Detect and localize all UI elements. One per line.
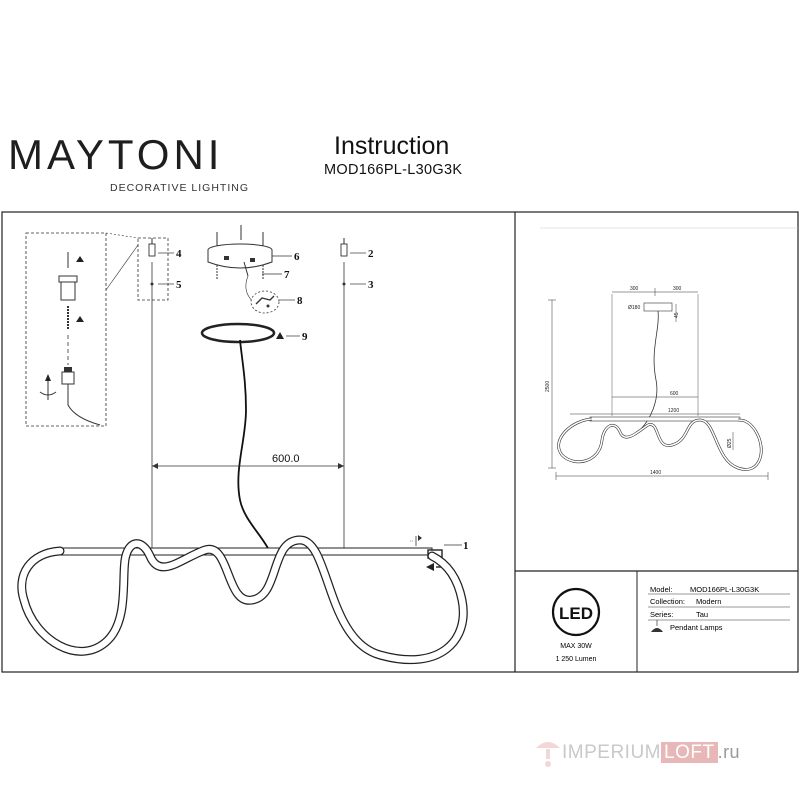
dimension-600 xyxy=(152,463,344,469)
label-collection: Collection: xyxy=(650,597,685,606)
model-heading: MOD166PL-L30G3K xyxy=(324,162,463,178)
svg-text:LED: LED xyxy=(559,604,593,623)
dimension-drawing xyxy=(540,227,798,480)
callout-leaders xyxy=(158,252,462,546)
dimension-label: 600.0 xyxy=(272,453,300,465)
callout-4: 4 xyxy=(176,248,182,260)
dim-300-left: 300 xyxy=(630,286,639,292)
dim-total-width: 1400 xyxy=(650,470,661,476)
callout-2: 2 xyxy=(368,248,374,260)
brand-logo: MAYTONI xyxy=(8,131,224,178)
watermark-logo-icon xyxy=(536,742,560,767)
label-model: Model: xyxy=(650,585,673,594)
dim-300-right: 300 xyxy=(673,286,682,292)
dim-canopy-height: 45 xyxy=(674,312,680,318)
max-power: MAX 30W xyxy=(560,643,592,650)
arrow-up-icon xyxy=(276,332,284,339)
cable-fixing-right xyxy=(340,238,348,286)
dim-total-height: 2500 xyxy=(545,381,551,392)
callout-9: 9 xyxy=(302,331,308,343)
brand-tagline: DECORATIVE LIGHTING xyxy=(110,182,249,194)
arrow-up-icon xyxy=(76,316,84,322)
led-tube xyxy=(17,535,468,665)
dim-loop-height: Ø25 xyxy=(727,438,733,448)
canopy xyxy=(207,225,280,314)
cable-fixing-left xyxy=(148,238,156,286)
power-cord xyxy=(237,339,271,553)
value-category: Pendant Lamps xyxy=(670,623,723,632)
value-model: MOD166PL-L30G3K xyxy=(690,585,759,594)
watermark-part2: LOFT xyxy=(661,742,718,763)
small-screw-icon xyxy=(410,535,422,546)
page-title: Instruction xyxy=(334,132,450,160)
lumen-value: 1 250 Lumen xyxy=(556,656,597,663)
outer-frame xyxy=(1,211,799,673)
watermark-part3: .ru xyxy=(717,742,741,762)
pendant-lamp-icon xyxy=(651,620,663,632)
callout-3: 3 xyxy=(368,279,374,291)
dim-bar-width: 1200 xyxy=(668,408,679,414)
info-table-lines xyxy=(648,593,790,621)
dim-mid-width: 600 xyxy=(670,391,679,397)
callout-5: 5 xyxy=(176,279,182,291)
callout-8: 8 xyxy=(297,295,303,307)
dim-canopy-diameter: Ø180 xyxy=(628,305,640,311)
label-series: Series: xyxy=(650,610,673,619)
callout-6: 6 xyxy=(294,251,300,263)
arrow-up-icon xyxy=(76,256,84,262)
callout-1: 1 xyxy=(463,540,469,552)
value-collection: Modern xyxy=(696,597,721,606)
led-badge: LED xyxy=(551,587,601,637)
detail-inset xyxy=(25,232,169,427)
value-series: Tau xyxy=(696,610,708,619)
arrow-left-icon xyxy=(426,563,434,571)
watermark-part1: IMPERIUM xyxy=(562,742,661,763)
mounting-plate xyxy=(200,322,284,344)
callout-7: 7 xyxy=(284,269,290,281)
luminaire-bar xyxy=(59,547,433,556)
